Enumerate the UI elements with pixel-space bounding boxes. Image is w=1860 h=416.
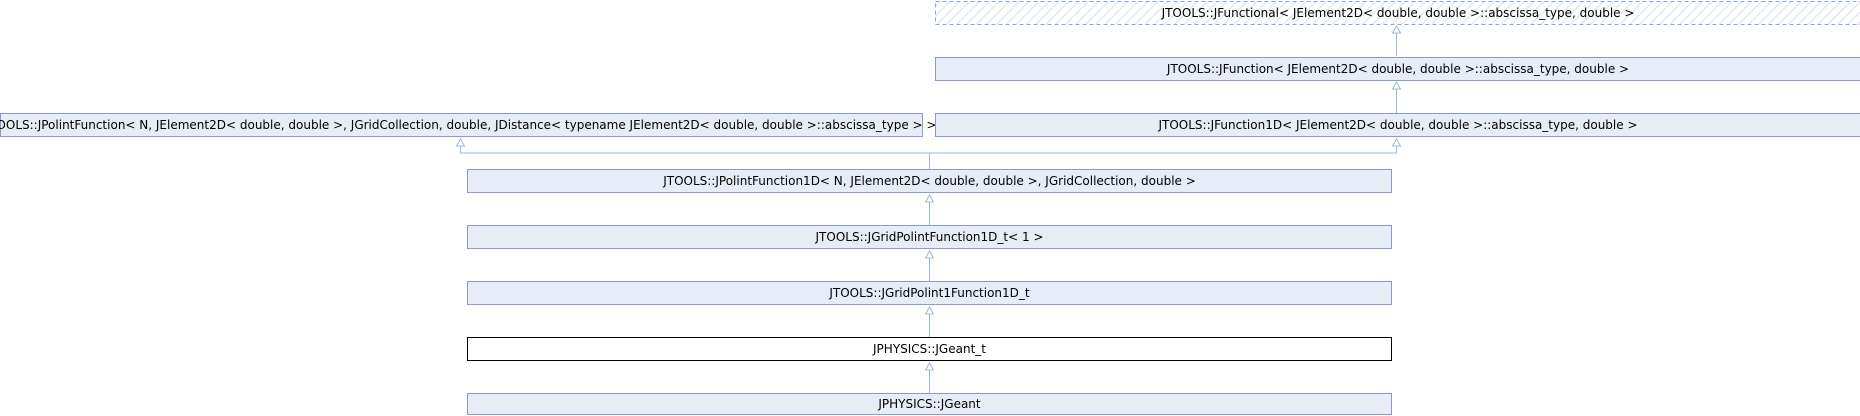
node-jgridpolint1function1d_t[interactable]: JTOOLS::JGridPolint1Function1D_t: [467, 281, 1392, 305]
node-label-jfunction1d: JTOOLS::JFunction1D< JElement2D< double,…: [1157, 118, 1637, 132]
node-label-jpolintfunction1d: JTOOLS::JPolintFunction1D< N, JElement2D…: [662, 174, 1196, 188]
arrowhead-jfunctional: [1391, 24, 1402, 34]
arrowhead-jpolintfunction1d: [924, 193, 935, 203]
node-jgridpolintfunction1d_t[interactable]: JTOOLS::JGridPolintFunction1D_t< 1 >: [467, 225, 1392, 249]
inheritance-arrowheads: [455, 24, 1402, 371]
node-jgeant_t[interactable]: JPHYSICS::JGeant_t: [467, 337, 1392, 361]
arrowhead-jgridpolint1function1d: [924, 305, 935, 315]
node-jgeant[interactable]: JPHYSICS::JGeant: [467, 393, 1392, 415]
node-label-jgridpolintfunction1d_t: JTOOLS::JGridPolintFunction1D_t< 1 >: [815, 230, 1044, 244]
arrowhead-jpolintfunction: [455, 137, 466, 147]
node-label-jpolintfunction: JTOOLS::JPolintFunction< N, JElement2D< …: [0, 118, 936, 132]
arrowhead-jfunction1d: [1391, 137, 1402, 147]
node-label-jgridpolint1function1d_t: JTOOLS::JGridPolint1Function1D_t: [828, 286, 1030, 300]
node-label-jgeant: JPHYSICS::JGeant: [877, 397, 981, 411]
node-label-jfunctional: JTOOLS::JFunctional< JElement2D< double,…: [1161, 6, 1635, 20]
node-jpolintfunction[interactable]: JTOOLS::JPolintFunction< N, JElement2D< …: [0, 113, 936, 137]
node-jfunction1d[interactable]: JTOOLS::JFunction1D< JElement2D< double,…: [935, 113, 1860, 137]
arrowhead-jgridpolintfunction1d: [924, 249, 935, 259]
node-label-jgeant_t: JPHYSICS::JGeant_t: [872, 342, 986, 356]
edge-jpolintfunction1d-to-jfunction1d: [929, 139, 1397, 154]
edge-jpolintfunction1d-to-jpolintfunction: [460, 139, 930, 169]
arrowhead-jfunction: [1391, 80, 1402, 90]
node-label-jfunction: JTOOLS::JFunction< JElement2D< double, d…: [1166, 62, 1629, 76]
node-jfunctional[interactable]: JTOOLS::JFunctional< JElement2D< double,…: [935, 1, 1860, 25]
arrowhead-jgeant_t: [924, 361, 935, 371]
node-jfunction[interactable]: JTOOLS::JFunction< JElement2D< double, d…: [935, 57, 1860, 81]
node-jpolintfunction1d[interactable]: JTOOLS::JPolintFunction1D< N, JElement2D…: [467, 169, 1392, 193]
